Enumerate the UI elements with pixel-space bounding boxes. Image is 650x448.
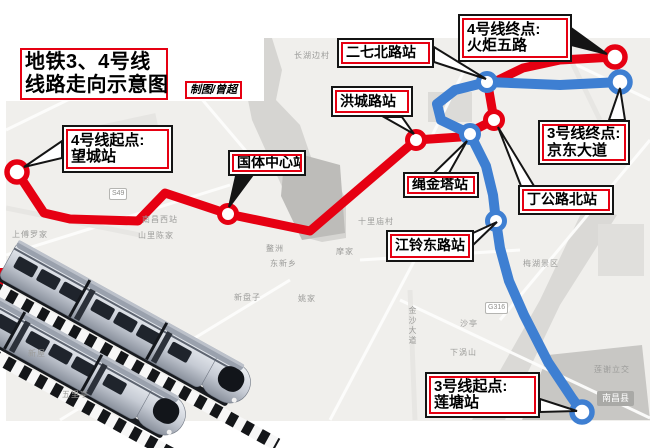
- callout-liantang: [539, 397, 578, 414]
- station-shengjinta: [459, 123, 481, 145]
- callout-hongcheng: [380, 116, 415, 135]
- station-hongcheng: [405, 129, 427, 151]
- station-wangcheng: [4, 159, 30, 185]
- label-callouts: [23, 26, 627, 414]
- callout-guoti: [228, 175, 254, 208]
- credit-box: 制图/曾超: [185, 81, 243, 99]
- metro-lines: [12, 52, 625, 417]
- station-dinggonglu: [483, 109, 505, 131]
- title-line-1: 地铁3、4号线: [25, 51, 151, 73]
- metro-stations: [4, 44, 633, 425]
- callout-erqibeilu: [433, 45, 487, 80]
- diagram-title: 地铁3、4号线 线路走向示意图: [20, 48, 168, 100]
- line3-path: [432, 77, 625, 417]
- title-line-2: 线路走向示意图: [25, 74, 169, 96]
- line4-path: [12, 52, 620, 236]
- station-guoti: [217, 203, 239, 225]
- station-huoju: [602, 44, 628, 70]
